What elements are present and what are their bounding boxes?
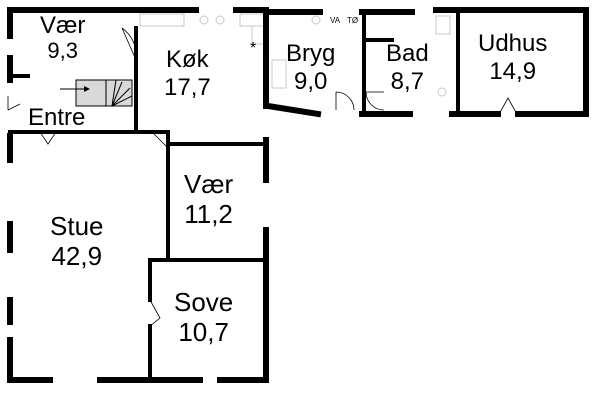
room-bryg: Bryg 9,0 <box>286 40 335 95</box>
door-swing <box>149 299 161 327</box>
room-name: Entre <box>28 104 86 131</box>
room-stue: Stue 42,9 <box>50 211 104 272</box>
room-name: Vær <box>40 12 86 39</box>
staircase <box>75 79 133 107</box>
walls <box>7 7 589 383</box>
kitchen-counter-right <box>239 13 265 27</box>
kitchen-counter <box>139 13 185 27</box>
room-name: Vær <box>184 169 234 199</box>
room-entre: Entre <box>28 104 85 132</box>
bath-fixture <box>435 15 451 35</box>
room-name: Stue <box>50 211 104 241</box>
room-udhus: Udhus 14,9 <box>478 30 547 85</box>
star-marker: * <box>250 40 257 57</box>
room-area: 9,0 <box>293 67 328 95</box>
door-swing <box>497 97 519 117</box>
room-area: 14,9 <box>489 57 537 85</box>
wall <box>264 102 322 118</box>
room-area: 42,9 <box>51 240 103 271</box>
room-area: 9,3 <box>47 37 78 63</box>
sink-icon <box>199 15 209 25</box>
room-name: Bryg <box>286 40 336 67</box>
door-swing <box>7 96 21 111</box>
washer-label: VA <box>330 16 341 25</box>
room-area: 10,7 <box>178 316 229 347</box>
dryer-label: TØ <box>347 16 359 25</box>
room-name: Sove <box>174 287 234 317</box>
door-swing <box>365 91 385 111</box>
washer-icon <box>311 15 321 25</box>
room-vaer-9: Vær 9,3 <box>40 12 85 63</box>
sink-icon-2 <box>215 15 225 25</box>
room-area: 8,7 <box>390 67 425 95</box>
room-sove: Sove 10,7 <box>174 287 234 348</box>
room-vaer-11: Vær 11,2 <box>184 169 234 230</box>
bryg-fixture <box>271 59 287 89</box>
room-bad: Bad 8,7 <box>386 40 429 95</box>
room-koek: Køk 17,7 <box>164 46 211 101</box>
room-area: 17,7 <box>164 73 211 101</box>
room-area: 11,2 <box>184 198 233 229</box>
toilet-icon <box>437 87 447 97</box>
room-name: Udhus <box>478 30 548 57</box>
room-name: Køk <box>166 46 209 73</box>
door-swing <box>335 91 355 111</box>
stair-arrow-icon <box>60 86 90 92</box>
room-name: Bad <box>386 40 429 67</box>
